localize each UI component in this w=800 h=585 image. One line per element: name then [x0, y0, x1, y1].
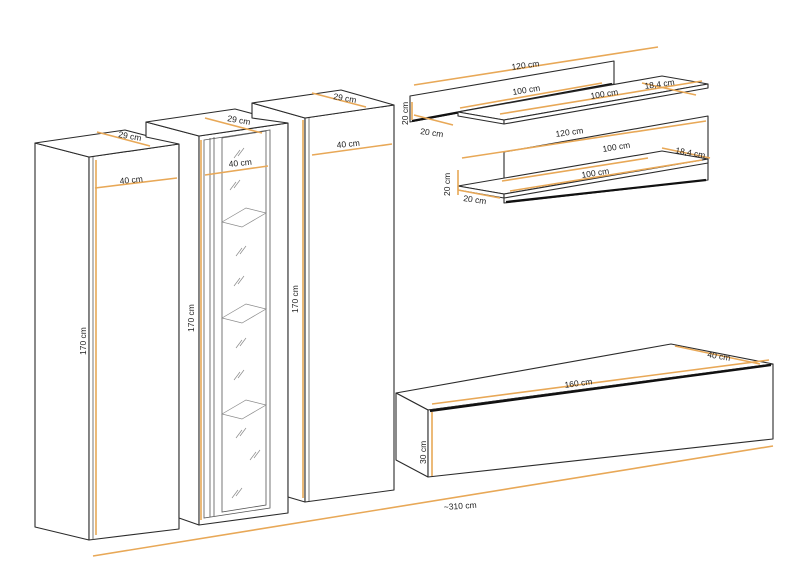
label-low-depth: 40 cm: [707, 349, 732, 363]
label-shelf2-front-width: 100 cm: [602, 140, 631, 154]
label-total-width: ~310 cm: [443, 500, 476, 512]
label-glass-height: 170 cm: [186, 304, 196, 332]
wall-shelf-lower: [457, 115, 711, 204]
label-shelf1-side: 20 cm: [420, 126, 444, 139]
label-tall-right-height: 170 cm: [290, 285, 300, 313]
label-tall-right-depth: 29 cm: [333, 91, 358, 105]
label-tall-left-depth: 29 cm: [118, 129, 143, 143]
label-shelf1-front-width: 100 cm: [512, 83, 541, 97]
tall-cabinet-right: [251, 89, 395, 503]
label-shelf2-side: 20 cm: [463, 193, 487, 206]
tall-cabinet-left: [34, 129, 180, 541]
label-low-height: 30 cm: [418, 441, 428, 464]
low-tv-unit: [395, 343, 774, 478]
label-glass-width: 40 cm: [228, 157, 252, 169]
label-shelf2-back-width: 120 cm: [555, 125, 584, 139]
label-low-width: 160 cm: [564, 376, 593, 390]
label-shelf1-back-width: 120 cm: [511, 58, 540, 72]
glass-reflection-marks: [229, 147, 261, 499]
label-tall-right-width: 40 cm: [336, 138, 360, 150]
dimension-labels: 29 cm 40 cm 170 cm 29 cm 40 cm 170 cm 29…: [78, 58, 731, 512]
label-shelf1-depth: 18,4 cm: [644, 77, 675, 91]
wall-shelf-upper: [409, 46, 709, 126]
label-shelf2-height: 20 cm: [442, 173, 452, 196]
label-tall-left-width: 40 cm: [119, 174, 143, 186]
label-glass-depth: 29 cm: [227, 113, 252, 127]
label-shelf1-height: 20 cm: [400, 102, 410, 125]
label-tall-left-height: 170 cm: [78, 327, 88, 355]
total-width-line: [92, 445, 774, 557]
label-shelf1-top-width: 100 cm: [590, 87, 619, 101]
label-shelf2-top-width: 100 cm: [581, 166, 610, 180]
